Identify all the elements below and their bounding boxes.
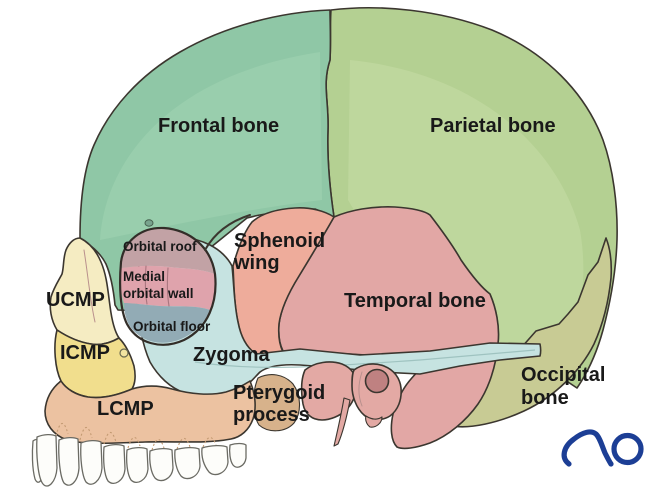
frontal-inner-shade: [100, 52, 322, 240]
orbital-floor-region: [124, 303, 210, 343]
pterygoid-process-label-line1: Pterygoid: [233, 382, 325, 404]
medial-orbital-wall-region: [120, 265, 216, 310]
tooth-roots: [55, 422, 217, 451]
ucmp-label: UCMP: [46, 289, 105, 311]
sphenoid-wing-label-line2: wing: [233, 252, 280, 274]
teeth: [31, 433, 247, 487]
ethmoid-divider-line: [166, 267, 170, 307]
supraorbital-foramen-icon: [144, 219, 154, 227]
orbit: [119, 226, 217, 346]
infraorbital-foramen-icon: [119, 348, 129, 358]
nasal-ridge-line: [83, 249, 96, 323]
pterygoid-detail-line: [358, 371, 363, 407]
temporal-line: [204, 214, 251, 251]
ear-canal-icon: [364, 368, 390, 394]
lacrimal-divider-line: [144, 265, 148, 305]
ao-logo-o: [611, 432, 644, 466]
occipital-bone-label-line1: Occipital: [521, 364, 605, 386]
parietal-inner-shade: [348, 60, 584, 352]
pterygoid-process-label-line2: process: [233, 404, 310, 426]
lcmp-label: LCMP: [97, 398, 154, 420]
labels: Frontal bone Parietal bone Sphenoid wing…: [46, 115, 605, 426]
occipital-bone-label-line2: bone: [521, 387, 569, 409]
zygoma-label: Zygoma: [193, 344, 271, 366]
medial-orbital-wall-label-line1: Medial: [123, 269, 165, 284]
tympanic-tip-region: [365, 415, 383, 428]
icmp-label: ICMP: [60, 342, 110, 364]
orbital-roof-region: [121, 227, 215, 274]
temporal-bone-label: Temporal bone: [344, 290, 486, 312]
orbital-roof-label: Orbital roof: [123, 239, 197, 254]
frontal-bone-label: Frontal bone: [158, 115, 279, 137]
parietal-bone-label: Parietal bone: [430, 115, 556, 137]
orbit-outline: [119, 226, 217, 346]
styloid-process-region: [333, 397, 351, 447]
ao-logo: [561, 429, 644, 467]
sphenoid-wing-label-line1: Sphenoid: [234, 230, 325, 252]
medial-orbital-wall-label-line2: orbital wall: [123, 286, 194, 301]
zygomatic-arch-inner-line: [194, 349, 536, 368]
ao-logo-a: [561, 429, 614, 467]
orbital-floor-label: Orbital floor: [133, 319, 211, 334]
